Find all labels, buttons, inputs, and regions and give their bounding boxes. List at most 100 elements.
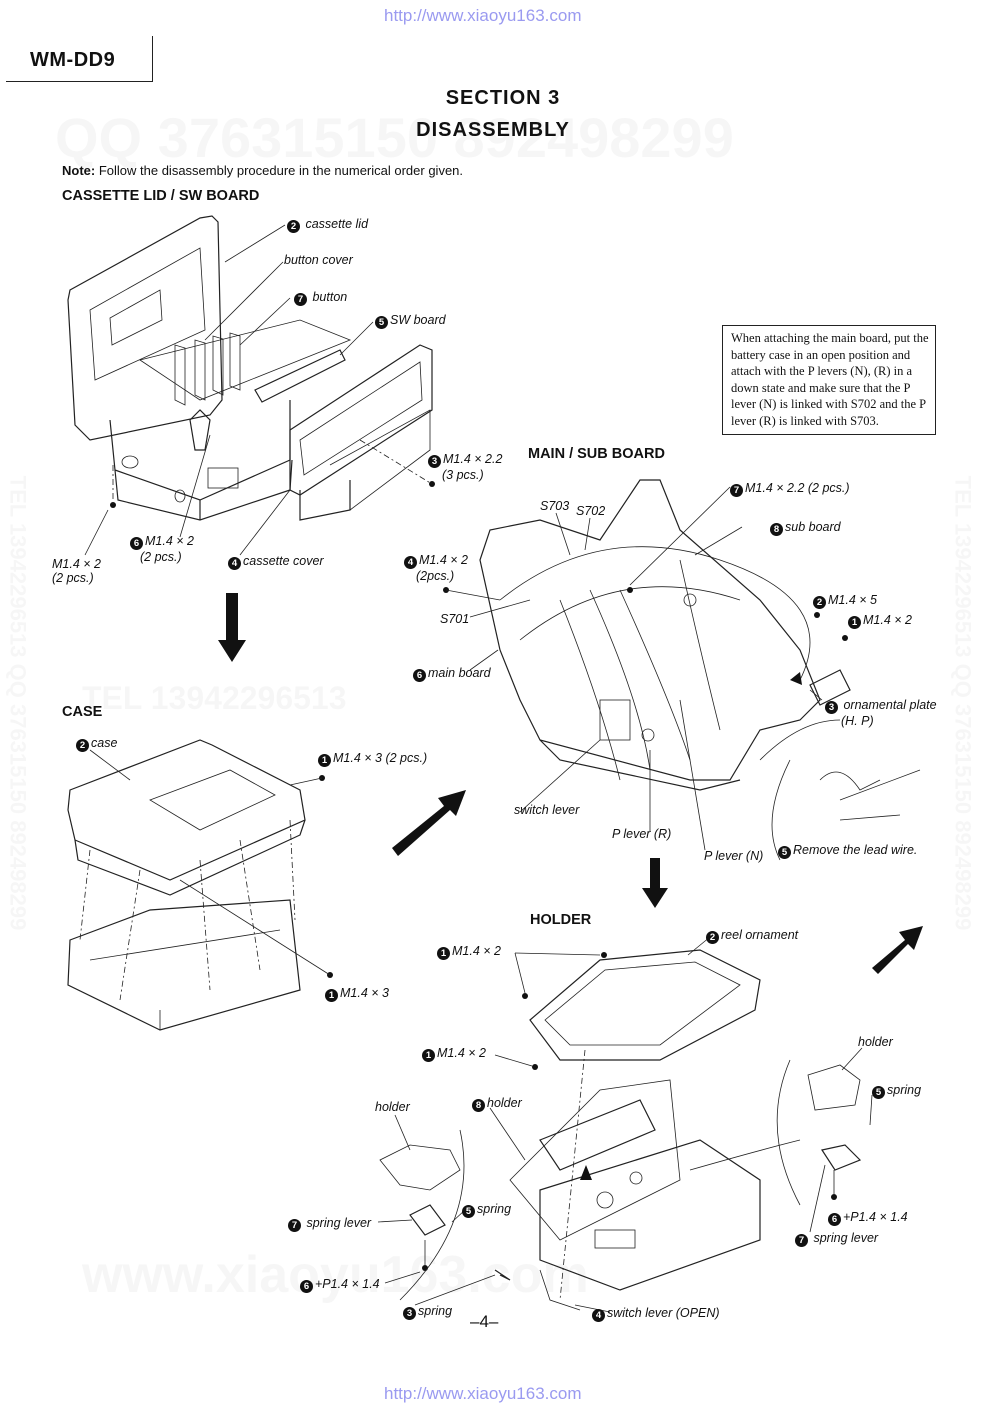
- label-text: main board: [428, 666, 491, 680]
- label-sub: (3 pcs.): [442, 468, 484, 482]
- step-number: 1: [422, 1049, 435, 1062]
- step-number: 7: [294, 293, 307, 306]
- watermark-url-bottom: http://www.xiaoyu163.com: [384, 1384, 582, 1403]
- heading-case: CASE: [62, 704, 103, 720]
- label-text: case: [91, 736, 118, 750]
- label-text: M1.4 × 2: [52, 557, 101, 571]
- label-text: M1.4 × 2: [452, 944, 501, 958]
- step-number: 4: [592, 1309, 605, 1322]
- label-s701: S701: [440, 612, 470, 626]
- label-sub: (H. P): [841, 714, 874, 728]
- label-text: spring lever: [306, 1216, 372, 1230]
- label-sub: (2 pcs.): [52, 571, 94, 585]
- label-text: +P1.4 × 1.4: [843, 1210, 908, 1224]
- label-text: M1.4 × 2.2 (2 pcs.): [745, 481, 850, 495]
- step-number: 4: [404, 556, 417, 569]
- step-number: 1: [848, 616, 861, 629]
- heading-cassette-lid: CASSETTE LID / SW BOARD: [62, 188, 260, 204]
- label-text: holder: [487, 1096, 522, 1110]
- label-text: ornamental plate: [843, 698, 937, 712]
- arrow-up-right-2: [872, 926, 923, 974]
- label-text: button: [312, 290, 348, 304]
- note: Note: Follow the disassembly procedure i…: [62, 163, 463, 178]
- label-text: spring lever: [813, 1231, 879, 1245]
- arrow-down-2: [642, 858, 668, 908]
- label-sub: (2 pcs.): [140, 550, 182, 564]
- step-number: 3: [428, 455, 441, 468]
- label-screw-m14x2-2pcs: M1.4 × 2(2 pcs.): [52, 557, 101, 585]
- label-text: M1.4 × 2: [145, 534, 194, 548]
- label-sub: (2pcs.): [416, 569, 455, 583]
- label-p-lever-n: P lever (N): [704, 849, 764, 863]
- step-number: 2: [76, 739, 89, 752]
- label-screw-p14x14-right: 6+P1.4 × 1.4: [828, 1210, 908, 1226]
- heading-main-sub-board: MAIN / SUB BOARD: [528, 446, 665, 462]
- label-text: spring: [477, 1202, 512, 1216]
- label-text: reel ornament: [721, 928, 799, 942]
- label-spring-lever-left: 7 spring lever: [288, 1216, 371, 1232]
- label-text: cassette lid: [305, 217, 369, 231]
- section-number: SECTION 3: [445, 87, 561, 109]
- step-number: 8: [770, 523, 783, 536]
- step-number: 2: [287, 220, 300, 233]
- note-label: Note:: [62, 163, 96, 178]
- case-drawing: [67, 739, 333, 1031]
- step-number: 1: [325, 989, 338, 1002]
- label-text: M1.4 × 3 (2 pcs.): [333, 751, 428, 765]
- holder-drawing: [377, 936, 873, 1313]
- label-spring-lever-right: 7 spring lever: [795, 1231, 878, 1247]
- label-holder-right: holder: [858, 1035, 893, 1049]
- label-cassette-lid: 2 cassette lid: [287, 217, 368, 233]
- label-text: M1.4 × 2.2: [443, 452, 503, 466]
- label-text: M1.4 × 2: [437, 1046, 486, 1060]
- step-number: 3: [825, 701, 838, 714]
- label-text: cassette cover: [243, 554, 324, 568]
- main-sub-board-drawing: [443, 479, 921, 861]
- attachment-note-box: When attaching the main board, put the b…: [722, 325, 936, 435]
- step-number: 6: [130, 537, 143, 550]
- step-number: 6: [828, 1213, 841, 1226]
- label-p-lever-r: P lever (R): [612, 827, 672, 841]
- step-number: 1: [318, 754, 331, 767]
- label-holder-left: holder: [375, 1100, 410, 1114]
- step-number: 6: [413, 669, 426, 682]
- heading-holder: HOLDER: [530, 912, 592, 928]
- label-screw-p14x14-left: 6+P1.4 × 1.4: [300, 1277, 380, 1293]
- label-text: M1.4 × 2: [863, 613, 912, 627]
- label-button: 7 button: [294, 290, 347, 306]
- step-number: 5: [872, 1086, 885, 1099]
- arrow-up-right-1: [392, 790, 466, 856]
- section-title: DISASSEMBLY: [416, 119, 570, 141]
- step-number: 7: [795, 1234, 808, 1247]
- model-number: WM-DD9: [30, 49, 116, 71]
- label-button-cover: button cover: [284, 253, 353, 267]
- step-number: 7: [288, 1219, 301, 1232]
- label-text: spring: [887, 1083, 922, 1097]
- note-text: Follow the disassembly procedure in the …: [98, 163, 464, 178]
- label-text: M1.4 × 2: [419, 553, 468, 567]
- step-number: 2: [706, 931, 719, 944]
- step-number: 5: [778, 846, 791, 859]
- label-switch-lever: switch lever: [514, 803, 580, 817]
- label-text: sub board: [785, 520, 841, 534]
